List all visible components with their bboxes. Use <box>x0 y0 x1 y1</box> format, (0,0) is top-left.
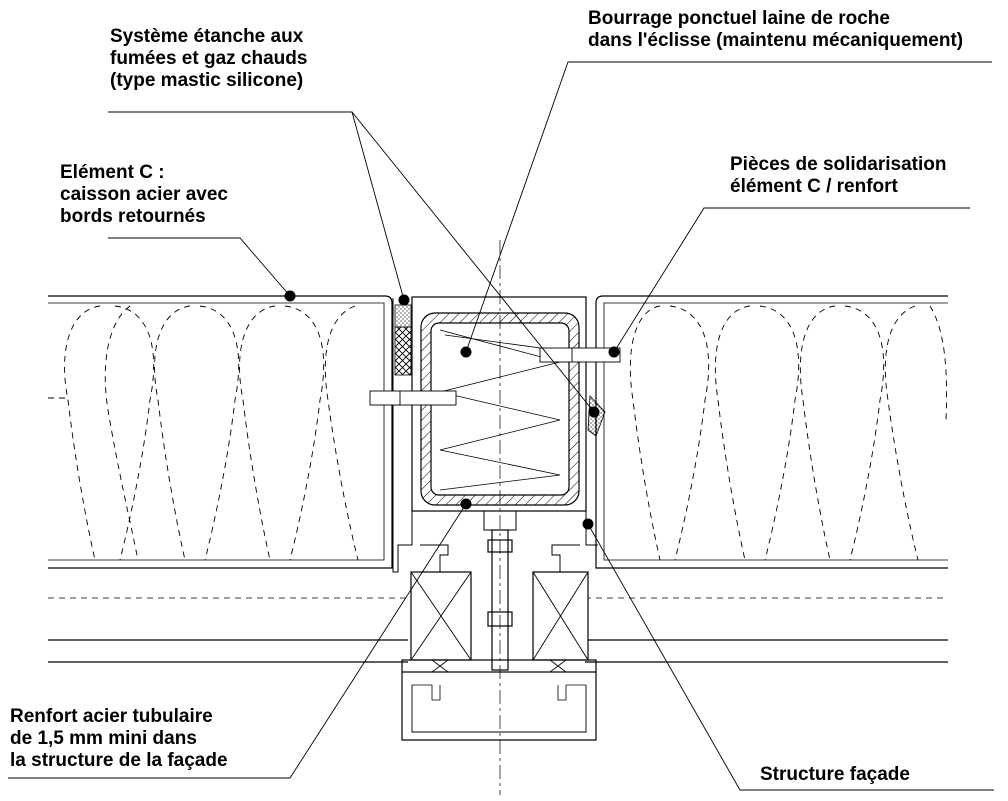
right-insulation-dashes <box>629 305 948 561</box>
facade-base-lines <box>48 639 948 663</box>
left-panel <box>48 295 408 599</box>
label-facade-structure: Structure façade <box>760 764 910 785</box>
callout-dots <box>284 290 620 530</box>
leader-lines <box>8 61 994 791</box>
right-panel <box>585 295 948 599</box>
label-steel-reinforcement: Renfort acier tubulaire de 1,5 mm mini d… <box>10 706 228 771</box>
fixing-bolts <box>369 347 621 406</box>
mullion-profile <box>401 510 597 741</box>
sealant-cross <box>394 326 412 376</box>
label-smoke-seal: Système étanche aux fumées et gaz chauds… <box>110 26 308 91</box>
label-fixing-parts: Pièces de solidarisation élément C / ren… <box>730 154 947 197</box>
label-element-c: Elément C : caisson acier avec bords ret… <box>60 162 228 227</box>
label-rock-wool: Bourrage ponctuel laine de roche dans l'… <box>588 8 964 51</box>
sealant-dots <box>394 304 412 328</box>
left-insulation-dashes <box>48 305 359 561</box>
